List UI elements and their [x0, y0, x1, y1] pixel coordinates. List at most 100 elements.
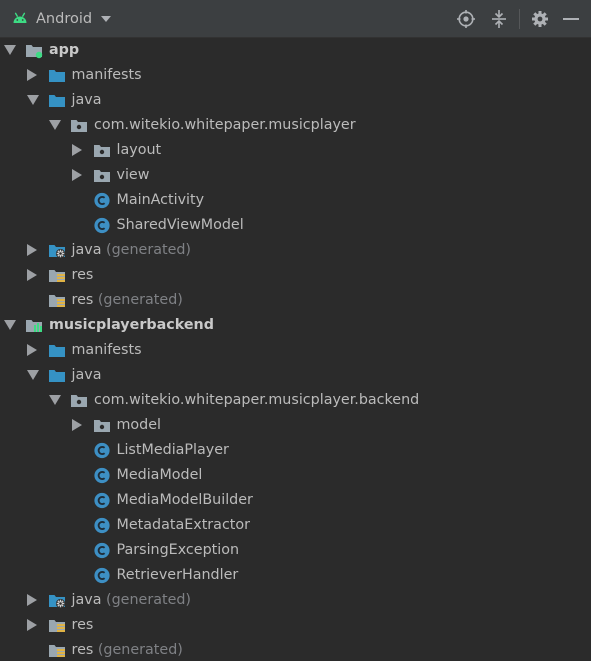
tree-row[interactable]: java (generated) [0, 238, 591, 263]
collapsed-arrow-icon[interactable] [26, 344, 37, 356]
locate-icon [457, 10, 475, 28]
package-icon [93, 417, 111, 434]
tree-row[interactable]: com.witekio.whitepaper.musicplayer.backe… [0, 388, 591, 413]
tree-item-label: SharedViewModel [117, 217, 244, 234]
tree-item-name: MainActivity [116, 192, 205, 208]
tree-row[interactable]: com.witekio.whitepaper.musicplayer [0, 113, 591, 138]
module-folder-icon [25, 42, 43, 59]
gear-icon [532, 11, 548, 27]
tree-item-label: java [72, 367, 102, 384]
tree-row[interactable]: ParsingException [0, 538, 591, 563]
settings-button[interactable] [529, 8, 551, 30]
tree-item-label: MainActivity [117, 192, 205, 209]
collapsed-arrow-icon[interactable] [71, 419, 82, 431]
tree-row[interactable]: res (generated) [0, 288, 591, 313]
tree-item-name: java [71, 92, 102, 108]
folder-icon [48, 367, 66, 384]
minimize-button[interactable] [560, 8, 582, 30]
tree-row[interactable]: layout [0, 138, 591, 163]
package-icon [93, 142, 111, 159]
collapsed-arrow-icon[interactable] [26, 619, 37, 631]
tree-row[interactable]: java [0, 88, 591, 113]
collapsed-arrow-icon[interactable] [26, 244, 37, 256]
collapsed-arrow-icon[interactable] [26, 69, 37, 81]
tree-item-name: com.witekio.whitepaper.musicplayer.backe… [94, 392, 420, 408]
tree-item-suffix: (generated) [101, 242, 192, 258]
tree-item-label: model [117, 417, 162, 434]
chevron-down-icon [101, 15, 112, 22]
tree-item-name: java [71, 367, 102, 383]
expanded-arrow-icon[interactable] [4, 320, 16, 330]
class-icon [93, 567, 111, 584]
tree-item-name: SharedViewModel [116, 217, 244, 233]
tree-item-label: layout [117, 142, 162, 159]
tree-item-label: ListMediaPlayer [117, 442, 229, 459]
tree-row[interactable]: manifests [0, 338, 591, 363]
tree-item-label: res (generated) [72, 292, 183, 309]
class-icon [93, 192, 111, 209]
expanded-arrow-icon[interactable] [49, 120, 61, 130]
package-icon [93, 167, 111, 184]
tree-item-label: manifests [72, 67, 142, 84]
tree-row[interactable]: manifests [0, 63, 591, 88]
collapse-all-button[interactable] [488, 8, 510, 30]
tree-item-name: ParsingException [116, 542, 240, 558]
tree-row[interactable]: MediaModelBuilder [0, 488, 591, 513]
tree-item-label: res [72, 617, 94, 634]
tree-row[interactable]: MetadataExtractor [0, 513, 591, 538]
tree-row[interactable]: res [0, 613, 591, 638]
tree-row[interactable]: RetrieverHandler [0, 563, 591, 588]
tree-row[interactable]: java (generated) [0, 588, 591, 613]
class-icon [93, 217, 111, 234]
tree-item-name: MediaModel [116, 467, 203, 483]
folder-icon [48, 67, 66, 84]
tree-row[interactable]: res [0, 263, 591, 288]
tree-row[interactable]: ListMediaPlayer [0, 438, 591, 463]
tree-item-name: manifests [71, 67, 142, 83]
resource-folder-icon [48, 617, 66, 634]
tree-row[interactable]: view [0, 163, 591, 188]
tree-row[interactable]: musicplayerbackend [0, 313, 591, 338]
tree-item-name: model [116, 417, 162, 433]
tree-item-label: view [117, 167, 150, 184]
tree-item-name: layout [116, 142, 162, 158]
tree-row[interactable]: java [0, 363, 591, 388]
tree-item-label: res [72, 267, 94, 284]
expanded-arrow-icon[interactable] [49, 395, 61, 405]
tree-row[interactable]: app [0, 38, 591, 63]
collapsed-arrow-icon[interactable] [26, 269, 37, 281]
tree-item-label: com.witekio.whitepaper.musicplayer [94, 117, 356, 134]
tree-item-name: res [71, 267, 94, 283]
project-view-selector[interactable]: Android [0, 0, 112, 37]
tree-item-label: java (generated) [72, 592, 192, 609]
tree-item-suffix: (generated) [101, 592, 192, 608]
locate-button[interactable] [455, 8, 477, 30]
tree-item-suffix: (generated) [93, 642, 183, 658]
generated-folder-icon [48, 242, 66, 259]
class-icon [93, 492, 111, 509]
resource-folder-icon [48, 292, 66, 309]
tree-item-name: res [71, 292, 94, 308]
expanded-arrow-icon[interactable] [26, 95, 39, 105]
collapsed-arrow-icon[interactable] [26, 594, 37, 606]
expanded-arrow-icon[interactable] [26, 370, 39, 380]
tree-item-label: musicplayerbackend [49, 317, 214, 334]
tree-row[interactable]: MainActivity [0, 188, 591, 213]
class-icon [93, 542, 111, 559]
tree-row[interactable]: res (generated) [0, 638, 591, 661]
minimize-icon [563, 18, 579, 20]
class-icon [93, 442, 111, 459]
android-icon [12, 9, 28, 28]
tree-item-name: MediaModelBuilder [116, 492, 253, 508]
tree-item-label: java (generated) [72, 242, 192, 259]
tree-item-name: res [71, 642, 94, 658]
expanded-arrow-icon[interactable] [4, 45, 16, 55]
tree-row[interactable]: model [0, 413, 591, 438]
package-icon [70, 117, 88, 134]
tree-row[interactable]: MediaModel [0, 463, 591, 488]
tree-row[interactable]: SharedViewModel [0, 213, 591, 238]
collapsed-arrow-icon[interactable] [71, 169, 82, 181]
collapsed-arrow-icon[interactable] [71, 144, 82, 156]
tree-item-name: view [116, 167, 150, 183]
